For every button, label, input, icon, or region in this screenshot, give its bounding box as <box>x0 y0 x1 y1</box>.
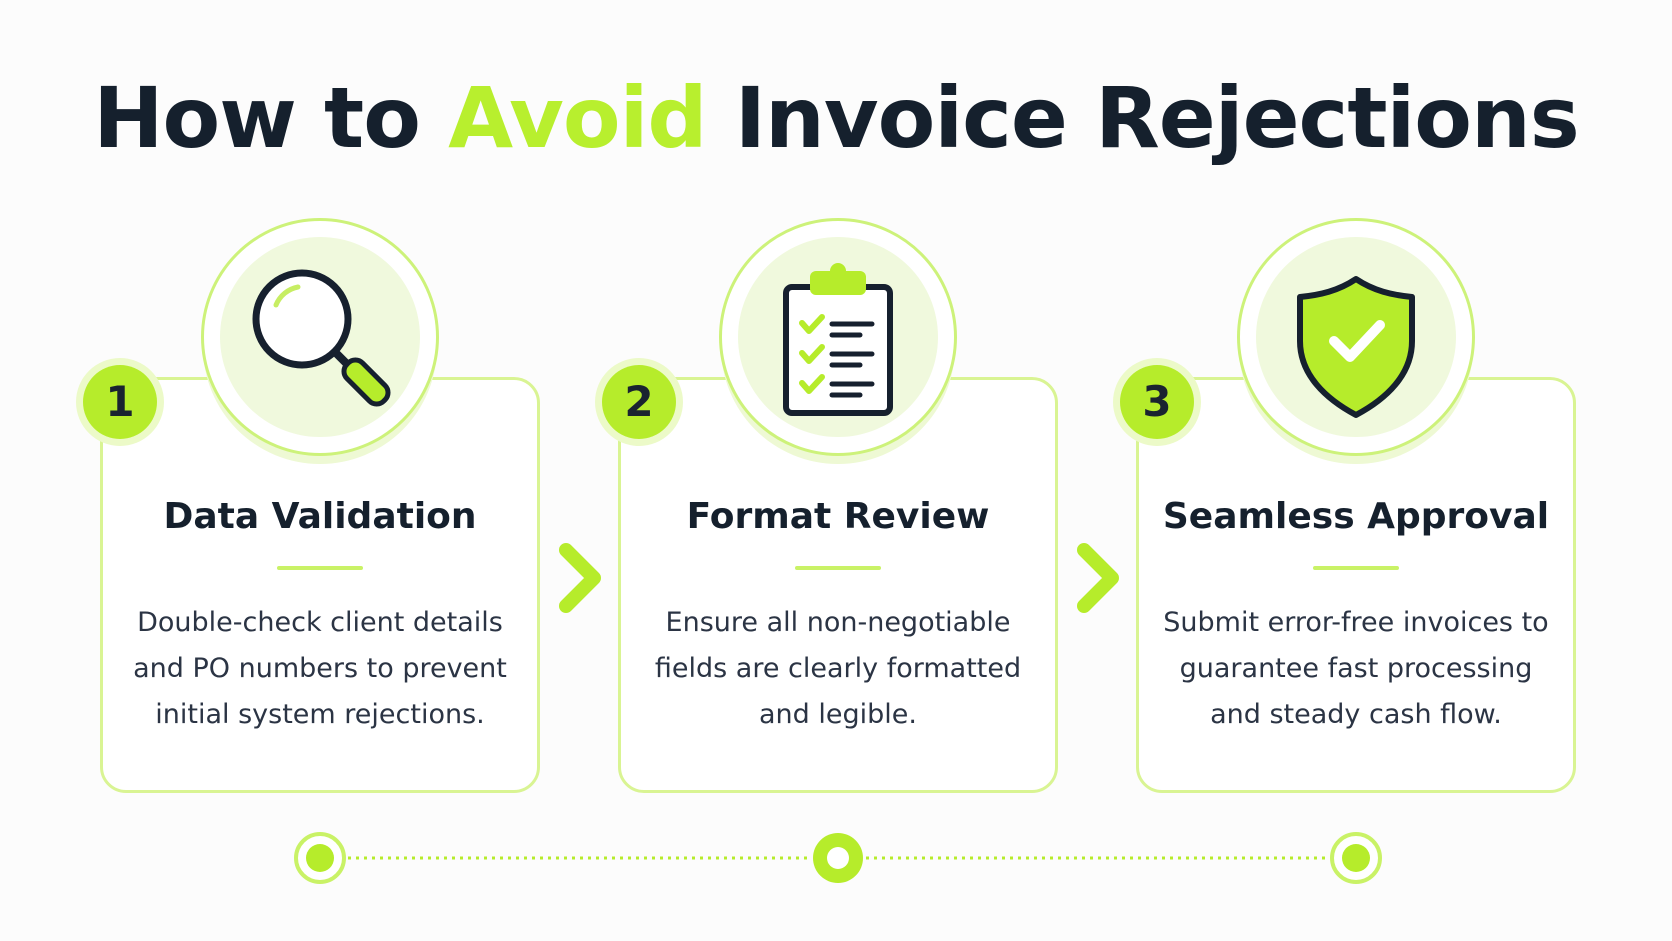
step-icon-circle-1 <box>201 218 439 456</box>
step-title: Format Review <box>686 496 990 537</box>
timeline-dot-3 <box>1330 832 1382 884</box>
step-description: Double-check client details and PO numbe… <box>133 607 507 730</box>
step-title: Seamless Approval <box>1162 496 1550 537</box>
step-divider <box>795 566 881 570</box>
shield-check-icon <box>1297 276 1415 418</box>
magnifying-glass-icon <box>252 269 391 407</box>
timeline-dot-1 <box>294 832 346 884</box>
clipboard-checklist-icon <box>783 263 893 416</box>
title-suffix: Invoice Rejections <box>706 69 1580 167</box>
step-number-badge-1: 1 <box>83 365 157 439</box>
step-divider <box>277 566 363 570</box>
timeline-dot-2 <box>813 833 863 883</box>
step-icon-circle-2 <box>719 218 957 456</box>
step-title: Data Validation <box>163 496 477 537</box>
step-number-badge-2: 2 <box>602 365 676 439</box>
step-number-badge-3: 3 <box>1120 365 1194 439</box>
page-title: How to Avoid Invoice Rejections <box>0 68 1672 168</box>
title-prefix: How to <box>93 69 449 167</box>
step-icon-circle-3 <box>1237 218 1475 456</box>
step-description: Submit error-free invoices to guarantee … <box>1163 607 1549 730</box>
chevron-right-icon <box>1077 543 1119 613</box>
step-description: Ensure all non-negotiable fields are cle… <box>654 607 1022 730</box>
step-divider <box>1313 566 1399 570</box>
chevron-right-icon <box>559 543 601 613</box>
title-accent: Avoid <box>448 69 707 167</box>
